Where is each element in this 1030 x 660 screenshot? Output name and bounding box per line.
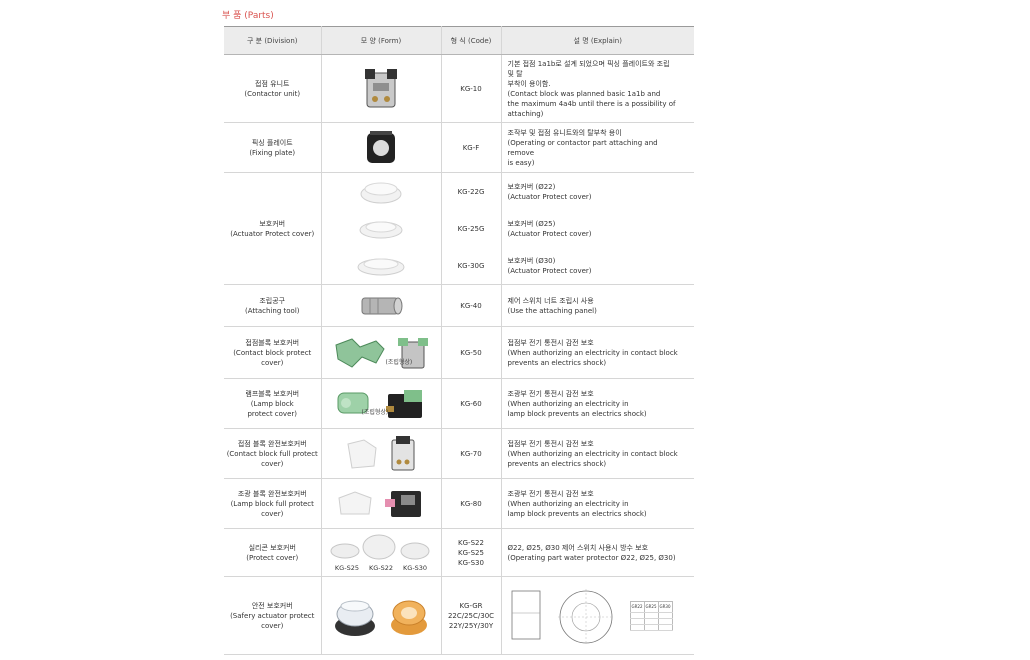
cover-25g-image (322, 210, 441, 247)
table-row: 조립공구(Attaching tool) KG-40 제어 스위치 너트 조립시… (224, 284, 694, 327)
attaching-tool-image (322, 292, 441, 320)
header-division: 구 분 (Division) (224, 26, 322, 55)
lamp-block-full-cover-image (322, 485, 441, 523)
contact-block-cover-image: (조립형상) (322, 334, 441, 372)
header-form: 모 양 (Form) (321, 26, 442, 55)
cover-30g-image (322, 247, 441, 284)
parts-table: 구 분 (Division) 모 양 (Form) 형 식 (Code) 설 명… (224, 26, 694, 655)
cover-22g-image (322, 173, 441, 210)
lamp-block-cover-image: (조립형상) (322, 386, 441, 422)
table-row: 보호커버(Actuator Protect cover) KG-22G KG-2… (224, 172, 694, 285)
safety-cover-image (322, 592, 441, 640)
section-title: 부 품 (Parts) (222, 11, 274, 21)
contactor-unit-image (322, 67, 441, 111)
table-row: 픽싱 플레이트(Fixing plate) KG-F 조작부 및 접점 유니트와… (224, 122, 694, 173)
table-row: 접점 유니트(Contactor unit) KG-10 기본 접점 1a1b로… (224, 54, 694, 123)
table-header: 구 분 (Division) 모 양 (Form) 형 식 (Code) 설 명… (224, 26, 694, 55)
header-code: 형 식 (Code) (441, 26, 502, 55)
fixing-plate-image (322, 129, 441, 167)
header-explain: 설 명 (Explain) (501, 26, 694, 55)
contact-block-full-cover-image (322, 434, 441, 474)
